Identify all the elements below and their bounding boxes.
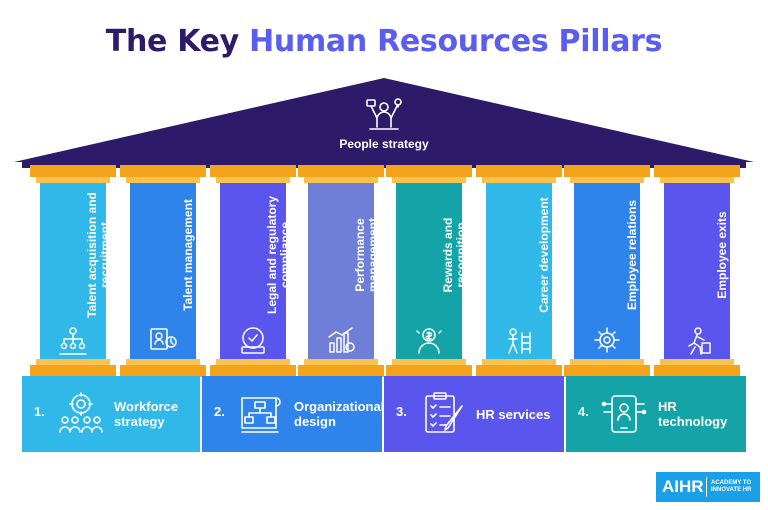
pillar-number: 7. (640, 250, 654, 261)
pillar-capital-inner (36, 177, 110, 183)
career-ladder-icon (504, 325, 534, 355)
foundation-label: HR technology (658, 399, 728, 429)
reward-icon (414, 325, 444, 355)
pillar-capital (564, 165, 650, 177)
workforce-icon (56, 390, 106, 438)
aihr-logo: AIHR ACADEMY TO INNOVATE HR (656, 472, 760, 502)
pillar-base-inner (660, 359, 734, 365)
pillar-base-inner (126, 359, 200, 365)
foundation-number: 2. (214, 404, 225, 419)
pillar-capital (298, 165, 384, 177)
tablet-tech-icon (600, 390, 650, 438)
pillar-capital (654, 165, 740, 177)
logo-mark: AIHR (662, 477, 704, 496)
exit-icon (682, 325, 712, 355)
foundation-block-2: 2. Organizational design (202, 376, 385, 452)
pillar-base-inner (482, 359, 556, 365)
pillar-label: Legal and regulatory compliance (264, 195, 292, 315)
pillar-capital-inner (660, 177, 734, 183)
pillar-base (564, 365, 650, 377)
pillar-capital-inner (126, 177, 200, 183)
pillar-capital-inner (570, 177, 644, 183)
pillar-label: Performance management (352, 217, 380, 293)
pillar-label: Employee relations (625, 199, 639, 311)
foundation-label: Workforce strategy (114, 399, 179, 429)
foundation-block-4: 4. HR technology (566, 376, 746, 452)
logo-line-1: ACADEMY TO (711, 480, 752, 486)
pillar-capital-inner (482, 177, 556, 183)
pillar-capital (210, 165, 296, 177)
logo-tagline: ACADEMY TO INNOVATE HR (707, 480, 751, 494)
roof (14, 78, 754, 168)
pillar-capital (386, 165, 472, 177)
foundation-number: 4. (578, 404, 589, 419)
performance-chart-icon (326, 325, 356, 355)
relations-gear-icon (592, 325, 622, 355)
recruitment-icon (58, 325, 88, 355)
person-balancing-icon (364, 94, 404, 134)
page-title: The Key Human Resources Pillars (0, 24, 768, 59)
pillar-label: Talent management (181, 199, 195, 311)
pillar-base-inner (304, 359, 378, 365)
pillar-base-inner (570, 359, 644, 365)
pillar-capital (120, 165, 206, 177)
pillar-base (386, 365, 472, 377)
checklist-icon (418, 390, 468, 438)
pillar-label: Rewards and recognition (440, 217, 468, 293)
pillar-base (210, 365, 296, 377)
pillar-base-inner (392, 359, 466, 365)
pillar-base-inner (216, 359, 290, 365)
pillar-capital-inner (304, 177, 378, 183)
logo-divider (706, 477, 707, 497)
pillar-number: 8. (730, 250, 744, 261)
pillar-capital-inner (392, 177, 466, 183)
org-chart-icon (236, 390, 286, 438)
pillar-label: Talent acquisition and recruitment (84, 192, 112, 318)
foundation-number: 3. (396, 404, 407, 419)
compliance-icon (238, 325, 268, 355)
title-part-2: Human Resources Pillars (249, 24, 663, 59)
title-part-1: The Key (105, 24, 239, 59)
talent-management-icon (148, 325, 178, 355)
foundation-label: HR services (476, 406, 551, 422)
foundation-label: Organizational design (294, 399, 385, 429)
pillar-base (476, 365, 562, 377)
foundation-block-1: 1. Workforce strategy (22, 376, 200, 452)
pillar-capital (476, 165, 562, 177)
pillar-base (30, 365, 116, 377)
pillar-capital (30, 165, 116, 177)
pillar-base (298, 365, 384, 377)
pillar-capital-inner (216, 177, 290, 183)
foundation-block-3: 3. HR services (384, 376, 564, 452)
pillar-base-inner (36, 359, 110, 365)
roof-label: People strategy (339, 137, 429, 151)
foundation-number: 1. (34, 404, 45, 419)
logo-line-2: INNOVATE HR (711, 487, 752, 493)
pillar-label: Career development (537, 197, 551, 313)
pillar-base (654, 365, 740, 377)
pillar-base (120, 365, 206, 377)
pillar-number: 2. (196, 250, 210, 261)
pillar-label: Employee exits (715, 211, 729, 299)
